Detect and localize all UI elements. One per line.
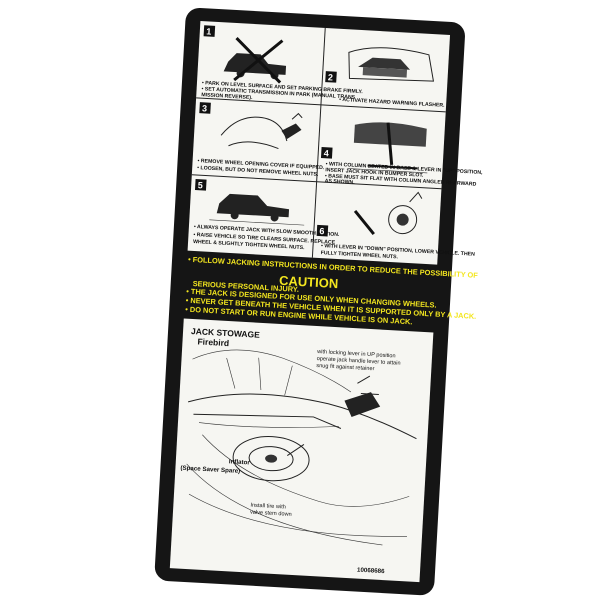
raised-car-icon — [209, 193, 305, 226]
step-3-number-box — [199, 102, 211, 114]
part-number: 10068686 — [357, 567, 385, 576]
step-6-number: 6 — [319, 226, 325, 236]
step-4-line-2: INSERT JACK HOOK IN BUMPER SLOT. — [325, 167, 424, 179]
step-4-number: 4 — [323, 148, 329, 158]
step-4-line-4: AS SHOWN. — [325, 178, 356, 186]
step-5-number: 5 — [197, 180, 203, 190]
step-6-line-2: FULLY TIGHTEN WHEEL NUTS. — [320, 250, 398, 260]
stowage-note-line-2: operate jack handle lever to attain — [317, 356, 401, 367]
step-2-line-1: • ACTIVATE HAZARD WARNING FLASHER. — [339, 97, 445, 109]
step-2: 2 • ACTIVATE HAZARD WARNING FLASHER. — [325, 47, 445, 109]
panel-divider-row2 — [191, 174, 442, 190]
stowage-subtitle: Firebird — [197, 336, 229, 348]
step-1: 1 • PARK ON LEVEL SURFACE AND SET PARKIN… — [201, 25, 364, 101]
step-5-number-box — [194, 178, 207, 191]
panel-divider-vertical — [311, 27, 326, 258]
trunk-line-art — [186, 349, 417, 546]
wheel-cover-icon — [220, 112, 303, 150]
step-4-number-box — [320, 146, 333, 159]
step-2-number-box — [325, 71, 337, 83]
step-1-line-3: MISSION REVERSE). — [201, 92, 253, 101]
caution-title: CAUTION — [279, 273, 339, 291]
stowage-note-line-3: snug fit against retainer — [316, 363, 375, 372]
parked-car-icon — [223, 36, 287, 84]
step-6-number-box — [316, 224, 329, 237]
lower-vehicle-icon — [353, 191, 423, 235]
install-tire-line-2: valve stem down — [250, 510, 292, 518]
inflator-label: Inflator — [229, 458, 251, 466]
step-1-number-box — [203, 25, 216, 37]
jack-bumper-icon — [347, 122, 428, 174]
step-3-number: 3 — [202, 103, 208, 113]
panel-divider-row1 — [196, 97, 446, 113]
stowage-panel — [169, 318, 434, 583]
step-1-number: 1 — [206, 26, 212, 36]
stowage-note-line-1: with locking lever in UP position — [316, 349, 396, 359]
stowage-title: JACK STOWAGE — [191, 326, 261, 340]
jack-base-icon — [344, 392, 381, 418]
spare-tire-icon — [232, 436, 310, 482]
install-tire-line-1: Install tire with — [250, 503, 286, 511]
space-saver-spare-label: (Space Saver Spare) — [180, 465, 240, 475]
step-2-number: 2 — [328, 72, 334, 82]
hazard-flasher-icon — [348, 47, 435, 82]
